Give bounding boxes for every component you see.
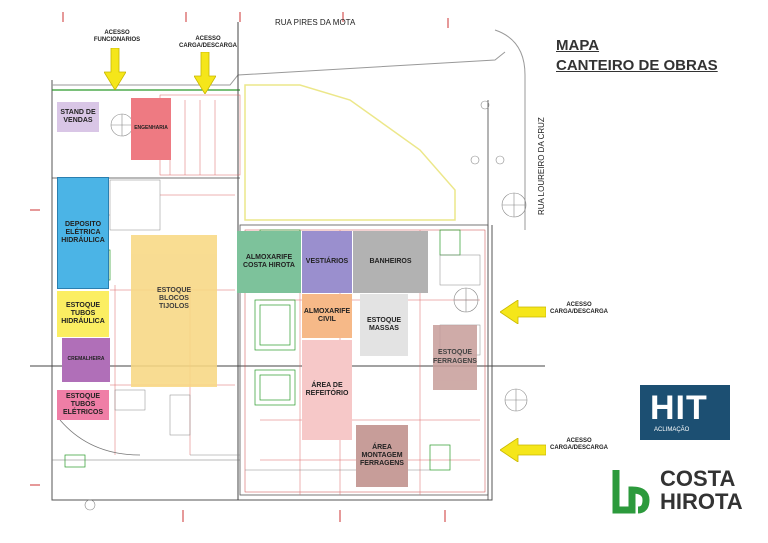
zone-estoque-tubos-eletricos: ESTOQUE TUBOS ELÉTRICOS	[57, 390, 109, 420]
arrow-left-icon	[500, 438, 546, 462]
zone-almoxarife-civil: ALMOXARIFE CIVIL	[302, 294, 352, 338]
zone-banheiros: BANHEIROS	[353, 231, 428, 293]
zone-almoxarife-costa-hirota-label: ALMOXARIFE COSTA HIROTA	[243, 253, 295, 269]
street-top-label: RUA PIRES DA MOTA	[275, 18, 356, 27]
zone-refeitorio: ÁREA DE REFEITÓRIO	[302, 340, 352, 440]
arrow-carga-right1-shape	[500, 300, 546, 324]
map-title-line1: MAPA	[556, 37, 600, 54]
zone-cremalheira: CREMALHEIRA	[62, 338, 110, 382]
zone-estoque-massas: ESTOQUE MASSAS	[360, 294, 408, 356]
zone-vestiarios: VESTIÁRIOS	[302, 231, 352, 293]
costa-hirota-logo-icon	[612, 470, 650, 514]
zone-estoque-ferragens-label: ESTOQUE FERRAGENS	[433, 349, 477, 365]
hit-logo-sub: ACLIMAÇÃO	[654, 427, 690, 433]
zone-estoque-massas-label: ESTOQUE MASSAS	[366, 316, 402, 332]
hit-logo-text: HIT	[650, 389, 708, 427]
map-title: MAPA CANTEIRO DE OBRAS	[556, 36, 718, 75]
zone-estoque-tubos-eletricos-label: ESTOQUE TUBOS ELÉTRICOS	[62, 392, 104, 417]
arrow-down-icon	[194, 52, 216, 94]
access-carga-right2-label: ACESSO CARGA/DESCARGA	[549, 438, 608, 451]
zone-vestiarios-label: VESTIÁRIOS	[305, 257, 349, 265]
arrow-down-icon	[104, 48, 126, 90]
zone-deposito-label: DEPOSITO ELÉTRICA HIDRÁULICA	[61, 220, 105, 245]
arrow-left-icon	[500, 300, 546, 324]
zone-estoque-tubos-hidraulica: ESTOQUE TUBOS HIDRÁULICA	[57, 291, 109, 337]
zone-almoxarife-costa-hirota: ALMOXARIFE COSTA HIROTA	[237, 231, 301, 293]
zone-area-montagem-label: ÁREA MONTAGEM FERRAGENS	[360, 443, 404, 468]
zone-refeitorio-label: ÁREA DE REFEITÓRIO	[305, 381, 349, 397]
map-title-line2: CANTEIRO DE OBRAS	[556, 56, 718, 74]
arrow-carga-top-shape	[194, 52, 216, 94]
zone-estoque-blocos: ESTOQUE BLOCOS TIJOLOS	[131, 235, 217, 387]
brand-name-line1: COSTA	[660, 466, 736, 491]
zone-cremalheira-label: CREMALHEIRA	[67, 356, 105, 363]
access-funcionarios-label: ACESSO FUNCIONARIOS	[93, 30, 141, 43]
access-carga-top-label: ACESSO CARGA/DESCARGA	[178, 36, 237, 49]
zone-stand-vendas-label: STAND DE VENDAS	[60, 108, 96, 124]
brand-name-line2: HIROTA	[660, 489, 743, 515]
arrow-funcionarios-shape	[104, 48, 126, 90]
zone-engenharia: ENGENHARIA	[131, 98, 171, 160]
hit-logo: HIT ACLIMAÇÃO	[640, 385, 730, 440]
arrow-carga-right2-shape	[500, 438, 546, 462]
zone-engenharia-label: ENGENHARIA	[134, 125, 168, 132]
zone-stand-vendas: STAND DE VENDAS	[57, 102, 99, 132]
zone-estoque-blocos-label: ESTOQUE BLOCOS TIJOLOS	[156, 287, 192, 311]
zone-banheiros-label: BANHEIROS	[369, 257, 412, 265]
zone-deposito: DEPOSITO ELÉTRICA HIDRÁULICA	[57, 177, 109, 289]
street-right-label: RUA LOUREIRO DA CRUZ	[537, 117, 546, 215]
zone-area-montagem: ÁREA MONTAGEM FERRAGENS	[356, 425, 408, 487]
zone-estoque-tubos-hidraulica-label: ESTOQUE TUBOS HIDRÁULICA	[61, 301, 105, 326]
zone-estoque-ferragens: ESTOQUE FERRAGENS	[433, 325, 477, 390]
access-carga-right1-label: ACESSO CARGA/DESCARGA	[549, 302, 608, 315]
brand-name: COSTA HIROTA	[660, 467, 743, 513]
zone-almoxarife-civil-label: ALMOXARIFE CIVIL	[303, 307, 351, 323]
